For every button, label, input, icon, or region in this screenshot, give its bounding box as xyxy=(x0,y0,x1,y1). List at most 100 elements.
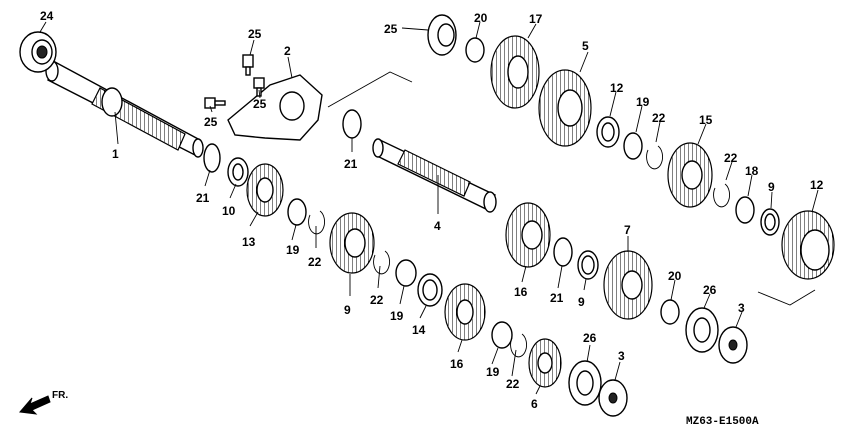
callout-11: 12 xyxy=(810,178,824,213)
callout-label: 3 xyxy=(738,301,745,315)
circlip-22-c xyxy=(510,333,528,358)
callout-label: 25 xyxy=(204,115,218,129)
callout-label: 14 xyxy=(412,323,426,337)
callout-20-b: 20 xyxy=(668,269,682,301)
front-direction-indicator: FR. xyxy=(19,390,68,415)
callout-26-a: 26 xyxy=(583,331,597,363)
callout-label: 20 xyxy=(474,11,488,25)
callout-25-b: 25 xyxy=(253,89,267,111)
callout-label: 12 xyxy=(610,81,624,95)
callout-5: 5 xyxy=(579,39,589,73)
callout-label: 22 xyxy=(724,151,738,165)
callout-label: 19 xyxy=(636,95,650,109)
callout-19-a: 19 xyxy=(286,224,300,257)
callout-6: 6 xyxy=(531,385,541,411)
washer-19-c xyxy=(491,321,513,349)
callout-label: 3 xyxy=(618,349,625,363)
callout-label: 22 xyxy=(370,293,384,307)
callout-22-b: 22 xyxy=(370,265,384,307)
callout-12: 12 xyxy=(609,81,624,117)
bushing-9-a xyxy=(760,208,780,236)
washer-21-b xyxy=(342,109,362,139)
callout-label: 15 xyxy=(699,113,713,127)
bracket-2 xyxy=(227,74,323,141)
callout-26-b: 26 xyxy=(703,283,717,309)
callout-4: 4 xyxy=(434,175,441,233)
bushing-10 xyxy=(227,157,249,187)
callout-label: 25 xyxy=(384,22,398,36)
bolt-25-a xyxy=(242,54,254,76)
callout-label: 9 xyxy=(578,295,585,309)
callout-22-a: 22 xyxy=(308,226,322,269)
callout-label: 26 xyxy=(583,331,597,345)
callout-label: 16 xyxy=(514,285,528,299)
callout-25-c: 25 xyxy=(204,105,218,129)
callout-19-d: 19 xyxy=(635,95,650,133)
washer-21-a xyxy=(203,143,221,173)
callout-8: 9 xyxy=(344,274,351,317)
callout-label: 4 xyxy=(434,219,441,233)
callout-22-c: 22 xyxy=(506,349,520,391)
callout-25-a: 25 xyxy=(248,27,262,56)
callout-18: 17 xyxy=(527,12,543,39)
callout-9-b: 9 xyxy=(578,278,587,309)
direction-label: FR. xyxy=(52,390,68,401)
callout-22-e: 22 xyxy=(724,151,738,181)
washer-19-d xyxy=(623,132,643,160)
gear-18 xyxy=(490,35,540,109)
gear-5 xyxy=(538,69,592,147)
bearing-24 xyxy=(427,14,457,56)
callout-19-b: 19 xyxy=(390,285,405,323)
callout-20-a: 20 xyxy=(474,11,488,39)
gear-6 xyxy=(528,338,562,388)
gear-8 xyxy=(329,212,375,274)
callout-15: 15 xyxy=(697,113,713,145)
washer-21-c xyxy=(553,237,573,267)
callouts: 24 1 25 2 25 25 21 10 13 19 22 9 22 19 1… xyxy=(39,9,824,411)
callout-21-b: 21 xyxy=(344,138,358,171)
gear-7 xyxy=(603,250,653,320)
needle-bearing-14 xyxy=(417,273,443,307)
callout-label: 21 xyxy=(344,157,358,171)
gear-13 xyxy=(246,163,284,217)
callout-label: 22 xyxy=(652,111,666,125)
callout-1: 1 xyxy=(112,111,119,161)
main-shaft xyxy=(45,60,204,158)
callout-7: 7 xyxy=(624,223,631,252)
callout-14: 14 xyxy=(412,305,427,337)
washer-19-e xyxy=(735,196,755,224)
circlip-22-b xyxy=(373,250,391,275)
callout-label: 19 xyxy=(286,243,300,257)
callout-19-e: 18 xyxy=(745,164,759,197)
callout-label: 10 xyxy=(222,204,236,218)
callout-label: 5 xyxy=(582,39,589,53)
cap-3-a xyxy=(598,379,628,417)
circlip-22-a xyxy=(308,210,326,235)
callout-label: 19 xyxy=(390,309,404,323)
bearing-26-b xyxy=(685,307,719,353)
callout-21-c: 21 xyxy=(550,265,564,305)
callout-23: 24 xyxy=(39,9,54,33)
callout-label: 24 xyxy=(40,9,54,23)
callout-label: 16 xyxy=(450,357,464,371)
callout-24: 25 xyxy=(384,22,429,36)
callout-9-a: 9 xyxy=(768,180,775,209)
circlip-22-e xyxy=(713,183,731,208)
bushing-9-b xyxy=(577,250,599,280)
bolt-25-c xyxy=(204,97,226,109)
callout-label: 2 xyxy=(284,44,291,58)
callout-label: 22 xyxy=(308,255,322,269)
callout-label: 25 xyxy=(248,27,262,41)
gear-11 xyxy=(781,210,835,280)
bearing-23 xyxy=(19,31,57,73)
callout-3-b: 3 xyxy=(735,301,745,328)
arrow-icon xyxy=(19,395,51,415)
callout-label: 7 xyxy=(624,223,631,237)
callout-label: 26 xyxy=(703,283,717,297)
diagram-code: MZ63-E1500A xyxy=(686,416,759,428)
callout-label: 21 xyxy=(550,291,564,305)
callout-label: 18 xyxy=(745,164,759,178)
callout-22-d: 22 xyxy=(652,111,666,143)
gear-17 xyxy=(505,202,551,268)
